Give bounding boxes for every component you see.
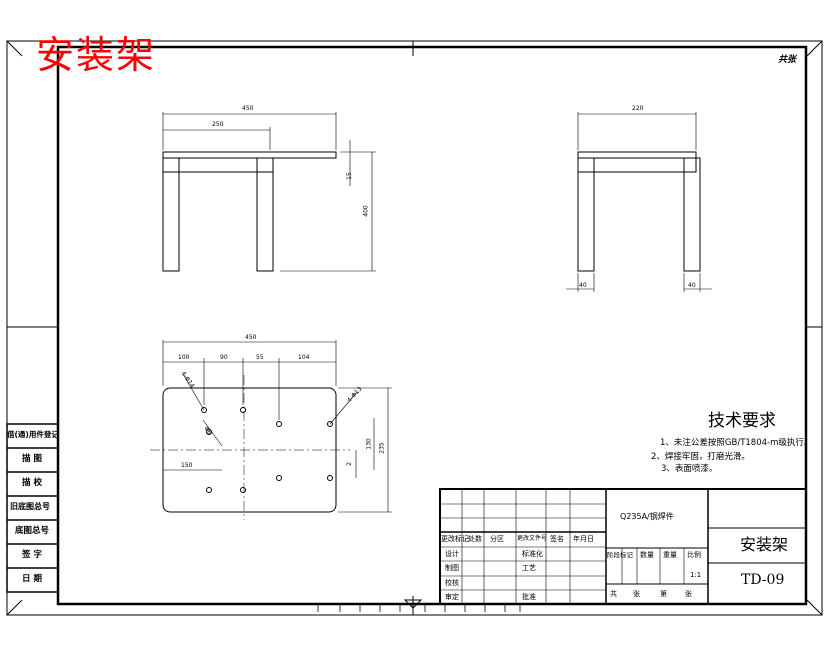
- side-leg-right: [683, 157, 701, 272]
- sheet-row-sheets: 张: [633, 590, 640, 598]
- dim-top-depth: 235: [378, 442, 386, 454]
- dim-top-width: 450: [245, 334, 257, 341]
- dim-top-offset-mid: 130: [365, 438, 373, 450]
- dim-front-height: 400: [362, 205, 370, 217]
- rev-header-file: 更改文件号: [517, 535, 548, 542]
- dim-front-width: 450: [242, 105, 254, 112]
- technical-requirements-heading: 技术要求: [708, 411, 776, 431]
- role-authorize: 批准: [522, 593, 536, 601]
- side-label-trace: 描 图: [22, 454, 42, 464]
- front-leg-left: [162, 157, 180, 272]
- role-standardization: 标准化: [522, 550, 543, 558]
- inner-frame: [56, 45, 808, 606]
- role-check: 校核: [445, 579, 459, 587]
- part-name: 安装架: [740, 535, 789, 554]
- rev-header-sign: 签名: [550, 535, 564, 543]
- front-top-plate: [162, 151, 337, 159]
- sheet-row-sheet: 张: [685, 590, 692, 598]
- side-view: [566, 112, 712, 292]
- stage-header-mark: 阶段标记: [607, 551, 633, 559]
- dim-top-left-offset: 150: [181, 462, 193, 469]
- stage-header-qty: 数量: [640, 551, 654, 559]
- dim-side-width: 220: [632, 105, 644, 112]
- sheet-count-note: 共张: [778, 55, 797, 65]
- side-label-old-base-no: 旧底图总号: [10, 502, 50, 511]
- side-leg-left: [577, 157, 595, 272]
- side-crossbar: [577, 157, 697, 173]
- dim-front-inner: 250: [212, 121, 224, 128]
- dim-top-seg-2: 90: [220, 354, 228, 361]
- rev-header-date: 年月日: [573, 535, 594, 543]
- role-process: 工艺: [522, 564, 536, 572]
- role-drafting: 制图: [445, 564, 459, 572]
- top-view: [150, 340, 392, 520]
- role-approve: 审定: [445, 593, 459, 601]
- side-label-signature: 签 字: [22, 550, 42, 560]
- scale-value: 1:1: [690, 571, 702, 579]
- drawing-title-red: 安装架: [36, 33, 157, 77]
- dim-top-seg-1: 100: [178, 354, 190, 361]
- side-top-plate: [577, 151, 697, 159]
- dim-top-seg-4: 104: [298, 354, 310, 361]
- sheet-row-no: 第: [660, 590, 667, 598]
- centering-marks: [7, 41, 822, 615]
- front-view: [162, 112, 376, 272]
- requirement-note-2: 2、焊接牢固，打磨光滑。: [651, 452, 750, 462]
- front-leg-right: [256, 157, 274, 272]
- requirement-note-1: 1、未注公差按照GB/T1804-m级执行。: [660, 438, 813, 448]
- rev-header-count: 处数: [468, 535, 482, 543]
- dim-top-seg-3: 55: [256, 354, 264, 361]
- corner-marks: [6, 40, 823, 616]
- dim-front-thickness: 15: [345, 172, 353, 180]
- title-block: [439, 488, 807, 605]
- side-label-trace-check: 描 校: [22, 478, 42, 488]
- dim-top-offset-small: 2: [345, 462, 353, 466]
- rev-header-zone: 分区: [490, 535, 504, 543]
- dim-side-leg-right: 40: [688, 282, 696, 289]
- rev-header-mark: 更改标记: [441, 535, 469, 543]
- material-label: Q235A/钢焊件: [620, 512, 674, 521]
- requirement-note-3: 3、表面喷漆。: [661, 464, 718, 474]
- side-label-date: 日 期: [22, 574, 42, 584]
- side-label-base-no: 底图总号: [14, 526, 49, 536]
- side-label-table: [6, 423, 59, 593]
- sheet-row-total: 共: [610, 590, 617, 598]
- outer-frame: [6, 40, 823, 616]
- role-design: 设计: [445, 550, 459, 558]
- drawing-number: TD-09: [741, 572, 785, 588]
- dim-side-leg-left: 40: [579, 282, 587, 289]
- stage-header-weight: 重量: [663, 551, 677, 559]
- bottom-ruler: [317, 604, 521, 612]
- side-label-reference: 借(通)用件登记: [7, 430, 59, 439]
- stage-header-scale: 比例: [687, 551, 701, 559]
